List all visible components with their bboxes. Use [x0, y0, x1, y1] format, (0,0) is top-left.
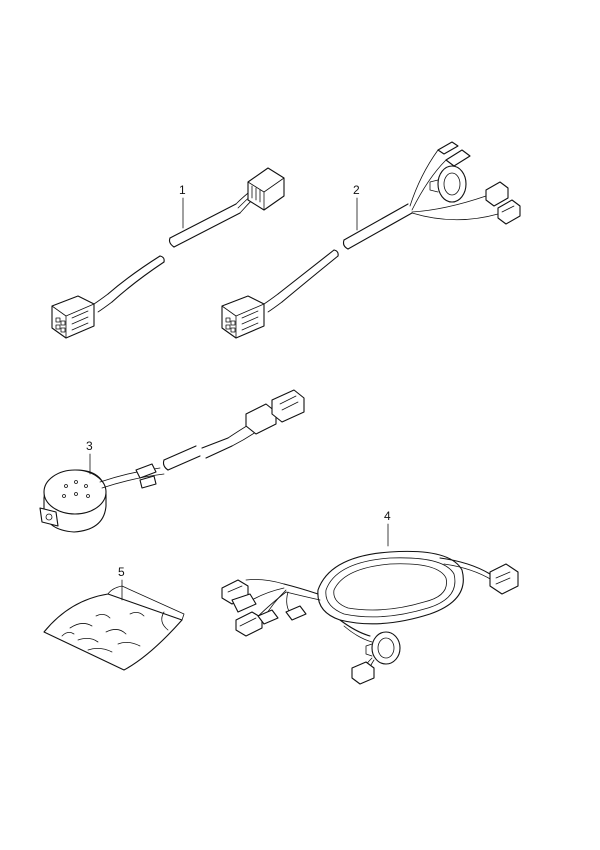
round-connector-4 [365, 631, 401, 665]
part-5-bag [43, 579, 185, 671]
connector-pin-top [437, 141, 471, 167]
connector-4-left-b [231, 593, 257, 613]
callout-3: 3 [86, 439, 93, 453]
round-connector-2 [429, 165, 467, 203]
connector-3 [245, 389, 305, 435]
connector-upper-1 [247, 167, 285, 211]
connector-right-2b [497, 199, 521, 225]
connector-4-right [489, 563, 519, 595]
connector-right-2a [485, 181, 509, 207]
callout-5: 5 [118, 565, 125, 579]
connector-4-bottom [351, 661, 375, 685]
part-3-buzzer [39, 389, 305, 533]
connector-4-left-c [235, 611, 263, 637]
connector-lower-1 [51, 295, 95, 339]
callout-2: 2 [353, 183, 360, 197]
connector-4-left-d [257, 609, 279, 625]
part-1-harness [51, 167, 285, 339]
callout-4: 4 [384, 509, 391, 523]
callout-1: 1 [179, 183, 186, 197]
connector-lower-2 [221, 295, 265, 339]
part-4-harness [221, 523, 519, 685]
part-2-harness [221, 141, 521, 339]
connector-4-left-e [285, 605, 307, 621]
